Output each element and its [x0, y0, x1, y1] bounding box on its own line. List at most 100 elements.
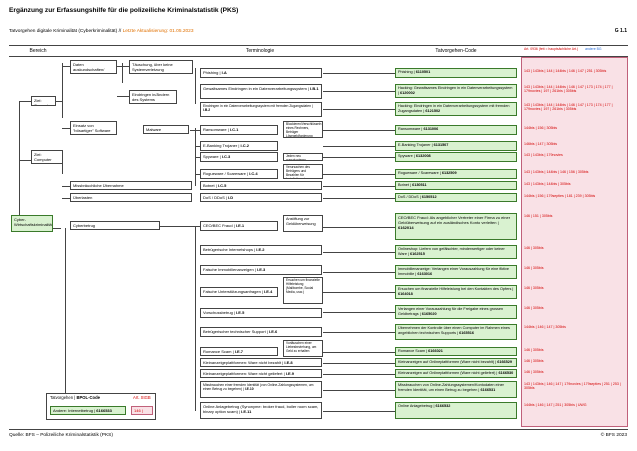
code-number: 6132008 [415, 154, 431, 158]
tatvorgehen-code-box: Kleinanzeigen auf Onlineplattformen (War… [395, 369, 517, 378]
connector [323, 292, 395, 293]
tatvorgehen-code-box: Online Anlagebetrug | 6166532 [395, 402, 517, 419]
tatvorgehen-code-box: Rogueware / Scareware | 6132509 [395, 169, 517, 179]
art-stgb-cell: 143 | 143bis | 179novies [524, 153, 563, 157]
code-text: Kleinanzeigen auf Onlineplattformen (War… [398, 360, 495, 364]
col-art-legend: Art. 0936 (fett = hauptsächliche Art.) a… [524, 47, 602, 51]
connector [323, 130, 395, 131]
term-anlagebetrug: Online Anlagebetrug (Synonyme: broker fr… [200, 402, 322, 419]
note-ceo: Anstiftung zur Geldüberweisung [283, 215, 323, 232]
page-title: Ergänzung zur Erfassungshilfe für die po… [9, 7, 239, 14]
code-number: 6130511 [412, 183, 427, 187]
col-bereich: Bereich [29, 48, 47, 54]
art-stgb-cell: 146 | 305bis [524, 306, 544, 310]
art-stgb-cell: 144bis | 146 | 147 | 251 | 305bis | UWG [524, 403, 587, 407]
code-text: Immobilienanzeige: Verlangen einer Vorau… [398, 267, 510, 276]
legend-art: Art. StGB [133, 395, 151, 400]
code-text: Ransomware [398, 127, 421, 131]
connector [323, 374, 395, 375]
code-number: 6162515 [410, 251, 425, 256]
code-number: 6131507 [433, 143, 449, 147]
connector [323, 174, 395, 175]
art-stgb-cell: 143 | 143bis | 146 | 147 | 179novies | 1… [524, 382, 621, 391]
art-stgb-cell: 146 | 305bis [524, 370, 544, 374]
legend-row-label: Andere: Internetbetrug | 6166533 [50, 406, 126, 415]
code-text: Rogueware / Scareware [398, 171, 439, 175]
term-rogueware: Rogueware / Scareware | I.C.4 [200, 169, 278, 179]
art-stgb-cell: 143 | 143bis | 144 | 144bis | 146 | 147 … [524, 69, 607, 73]
term-romance: Romance Scam | I.E.7 [200, 347, 278, 356]
code-text: Missbrauchen von Online-Zahlungssystemen… [398, 383, 504, 392]
code-number: 6166531 [480, 387, 496, 392]
art-legend-b: andere BG [585, 47, 602, 51]
term-immobilien: Falsche Immobilienanzeigen | I.E.3 [200, 265, 322, 275]
subtitle-update: Letzte Aktualisierung: 01.05.2023 [122, 29, 194, 34]
code-text: Botnet [398, 183, 409, 187]
art-stgb-cell: 143 | 143bis | 144 | 144bis | 146 | 147 … [524, 103, 613, 112]
code-number: 6165020 [421, 311, 437, 316]
term-ebanking: E-Banking Trojaner | I.C.2 [200, 141, 278, 151]
code-number: 6166532 [435, 404, 451, 408]
tatvorgehen-code-box: Ransomware | 6131006 [395, 125, 517, 135]
code-number: 6165516 [459, 330, 474, 335]
connector [323, 146, 395, 147]
connector [323, 157, 395, 158]
code-number: 6166530 [498, 371, 514, 375]
art-stgb-cell: 144bis | 146 | 147 | 305bis [524, 325, 566, 329]
art-column-bg [521, 57, 628, 427]
code-text: Kleinanzeigen auf Onlineplattformen (War… [398, 371, 496, 375]
subtitle-prefix: Tatvorgehen digitale Kriminalität (Cyber… [9, 29, 123, 34]
page-subtitle: Tatvorgehen digitale Kriminalität (Cyber… [9, 29, 194, 35]
art-stgb-cell: 146 | 305bis [524, 266, 544, 270]
code-number: 6110501 [415, 70, 431, 74]
legend-row-art: 146 | 147 [131, 406, 153, 415]
term-tech-support: Betrügerischer technischer Support | I.E… [200, 327, 322, 337]
code-text: Spyware [398, 154, 413, 158]
bereich-root: Cyber-Wirtschaftskriminalität [11, 215, 53, 232]
code-number: 6131006 [423, 127, 439, 131]
tatvorgehen-code-box: Hacking: Gewaltsames Eindringen in ein D… [395, 84, 517, 98]
term-klein-nicht-bezahlt: Kleinanzeigeplattformen: Ware nicht beza… [200, 358, 322, 367]
bereich-einsatz: Einsatz von "bösartiger" Software [70, 121, 117, 135]
tatvorgehen-code-box: Kleinanzeigen auf Onlineplattformen (War… [395, 358, 517, 367]
tatvorgehen-code-box: Phishing | 6110501 [395, 68, 517, 78]
note-ransomware: Blockieren/Verschlüsseln eines Rechners,… [283, 121, 323, 138]
tatvorgehen-code-box: Onlineshop: Liefern von gefälschter, min… [395, 245, 517, 259]
connector [323, 272, 395, 273]
term-identitaet: Missbrauchen einer fremden Identität (vo… [200, 381, 322, 398]
art-stgb-cell: 146 | 305bis [524, 348, 544, 352]
art-stgb-cell: 146 | 305bis [524, 246, 544, 250]
footer-rule [9, 429, 628, 430]
connector [323, 332, 395, 333]
code-number: 6166529 [497, 360, 513, 364]
term-ceo-fraud: CEO/BEC Fraud | I.E.1 [200, 221, 278, 231]
term-klein-nicht-geliefert: Kleinanzeigeplattformen: Ware nicht geli… [200, 369, 322, 378]
art-stgb-cell: 144bis | 156 | 305bis [524, 126, 558, 130]
connector [323, 186, 395, 187]
term-internetshops: Betrügerische Internetshops | I.E.2 [200, 245, 322, 255]
code-text: E-Banking Trojaner [398, 143, 431, 147]
column-header-bar [9, 45, 628, 57]
col-tatvorgehen: Tatvorgehen-Code [435, 48, 477, 54]
code-number: 6121502 [425, 108, 441, 113]
code-number: 6132509 [441, 171, 457, 175]
tatvorgehen-code-box: Ersuchen um finanzielle Hilfeleistung be… [395, 285, 517, 299]
bereich-cyberbetrug: Cyberbetrug [70, 221, 160, 230]
bereich-ziel-computer-server: Ziel: Computer (Server/Netzwerk) [31, 150, 63, 164]
term-fremde-zugangsdaten: Eindringen in ein Datenverarbeitungssyst… [200, 102, 322, 117]
tatvorgehen-code-box: Übernehmen der Kontrolle über einen Comp… [395, 324, 517, 340]
bereich-ziel-computer: Ziel: Computer [31, 96, 56, 106]
tatvorgehen-code-box: CEO/BEC Fraud: Als angeblicher Vertreter… [395, 213, 517, 240]
note-rogueware: Verursachen des Betrügers und Bezahlen f… [283, 164, 323, 179]
code-number: 6162014 [398, 225, 414, 230]
code-text: CEO/BEC Fraud: Als angeblicher Vertreter… [398, 215, 511, 225]
connector [323, 109, 395, 110]
note-romance: Vortäuschen einer Liebesbeziehung, um Ge… [283, 340, 323, 357]
art-stgb-cell: 144bis | 156 | 179septies | 181 | 239 | … [524, 194, 596, 198]
code-number: 6164018 [398, 291, 413, 296]
sub-taeuschung: Täuschung, über keine Systemverletzung [129, 60, 193, 74]
term-vorschuss: Vorschussbetrug | I.E.5 [200, 308, 322, 318]
connector [323, 73, 395, 74]
connector [323, 312, 395, 313]
term-dos: DoS / DDoS | I.D [200, 193, 322, 202]
